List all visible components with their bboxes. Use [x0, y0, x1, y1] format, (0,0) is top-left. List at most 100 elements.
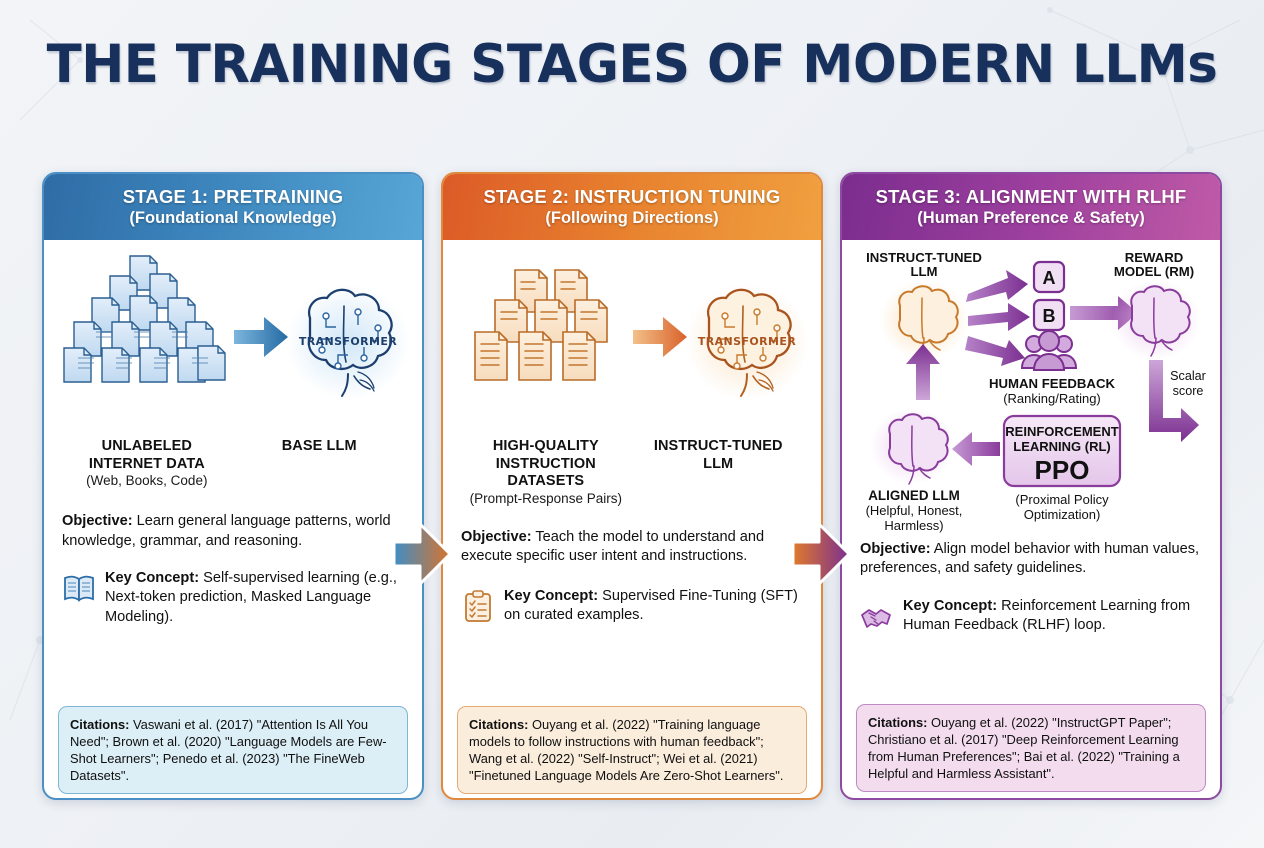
aligned-llm-label-1: ALIGNED LLM: [868, 488, 960, 503]
stage-2-objective: Objective: Teach the model to understand…: [457, 528, 807, 567]
stage-1-header-title: STAGE 1: PRETRAINING: [122, 186, 344, 207]
brain-transformer-icon: [706, 288, 792, 371]
rlhf-instruct-llm-label-1: INSTRUCT-TUNED: [866, 250, 982, 265]
ppo-sub-label-1: (Proximal Policy: [1015, 492, 1109, 507]
stage-2-header: STAGE 2: INSTRUCTION TUNING (Following D…: [443, 174, 821, 240]
rl-box-label-1: REINFORCEMENT: [1005, 424, 1118, 439]
aligned-llm-brain-icon: [888, 413, 949, 472]
clipboard-checklist-icon: [461, 589, 495, 623]
stage-3-objective-text: Align model behavior with human values, …: [860, 541, 1200, 577]
stage-2-objective-label: Objective:: [461, 528, 532, 545]
ppo-label: PPO: [1035, 455, 1090, 485]
human-feedback-label-2: (Ranking/Rating): [1003, 391, 1101, 406]
arrow-right-icon: [633, 317, 687, 357]
stage-2-key-label: Key Concept:: [504, 587, 599, 604]
stage-3-key-concept: Key Concept: Reinforcement Learning from…: [903, 597, 1202, 636]
document-pile-icon: [63, 255, 226, 383]
option-a-box: A: [1032, 260, 1066, 294]
human-feedback-label-1: HUMAN FEEDBACK: [989, 376, 1115, 391]
aligned-llm-label-2: (Helpful, Honest,: [866, 503, 963, 518]
stage-1-objective-label: Objective:: [62, 513, 133, 530]
instruct-tuned-brain-icon: [898, 285, 959, 344]
scalar-score-label-2: score: [1173, 384, 1204, 398]
page-title: THE TRAINING STAGES OF MODERN LLMs: [46, 34, 1218, 95]
rlhf-output-arrows: [965, 270, 1030, 366]
open-book-icon: [62, 571, 96, 605]
stage-3-header-title: STAGE 3: ALIGNMENT WITH RLHF: [875, 186, 1187, 207]
reward-model-label-2: MODEL (RM): [1114, 264, 1194, 279]
stage-1-header-subtitle: (Foundational Knowledge): [129, 209, 337, 227]
stage-3-key-text: Reinforcement Learning from Human Feedba…: [903, 597, 1191, 634]
stage-1-citations: Citations: Vaswani et al. (2017) "Attent…: [58, 705, 408, 794]
stage-3-body: INSTRUCT-TUNED LLM: [842, 244, 1220, 798]
stage-1-objective-text: Learn general language patterns, world k…: [62, 513, 391, 549]
stage-2-node-left-subtitle: (Prompt-Response Pairs): [469, 491, 622, 507]
stage-3-objective: Objective: Align model behavior with hum…: [856, 540, 1206, 579]
stage-3-citations-text: Ouyang et al. (2022) "InstructGPT Paper"…: [868, 714, 1180, 781]
human-feedback-people-icon: [1020, 330, 1078, 371]
stage-1-citations-label: Citations:: [70, 716, 130, 732]
reward-model-label-1: REWARD: [1125, 250, 1184, 265]
stage-2-citations: Citations: Ouyang et al. (2022) "Trainin…: [457, 705, 807, 794]
stage-2-header-subtitle: (Following Directions): [545, 209, 719, 227]
stage-3-panel[interactable]: STAGE 3: ALIGNMENT WITH RLHF (Human Pref…: [840, 172, 1222, 800]
stage-1-key-concept: Key Concept: Self-supervised learning (e…: [105, 569, 404, 627]
stage-1-header: STAGE 1: PRETRAINING (Foundational Knowl…: [44, 174, 422, 240]
stage-1-key-concept-row: Key Concept: Self-supervised learning (e…: [58, 569, 408, 627]
stage-1-node-left-subtitle: (Web, Books, Code): [86, 473, 208, 489]
option-b-box: B: [1032, 298, 1066, 332]
brain-label-stage-1: TRANSFORMER: [299, 335, 397, 348]
handshake-icon: [860, 599, 894, 633]
option-b-label: B: [1043, 306, 1056, 326]
stage-2-citations-text: Ouyang et al. (2022) "Training language …: [469, 716, 784, 783]
rlhf-instruct-llm-label-2: LLM: [910, 264, 937, 279]
aligned-llm-label-3: Harmless): [884, 518, 943, 533]
document-grid-icon: [474, 269, 608, 381]
rlhf-diagram: INSTRUCT-TUNED LLM: [856, 244, 1206, 534]
stage-3-citations-label: Citations:: [868, 714, 928, 730]
stage-2-objective-text: Teach the model to understand and execut…: [461, 528, 765, 565]
brain-label-stage-2: TRANSFORMER: [698, 335, 796, 348]
stage-3-header-subtitle: (Human Preference & Safety): [917, 209, 1145, 227]
stage-2-key-concept: Key Concept: Supervised Fine-Tuning (SFT…: [504, 587, 803, 626]
ppo-sub-label-2: Optimization): [1024, 507, 1101, 522]
stage-3-citations: Citations: Ouyang et al. (2022) "Instruc…: [856, 703, 1206, 792]
to-aligned-llm-arrow: [952, 432, 1000, 466]
stage-2-citations-label: Citations:: [469, 716, 529, 732]
stage-1-citations-text: Vaswani et al. (2017) "Attention Is All …: [70, 716, 387, 783]
stage-3-objective-label: Objective:: [860, 541, 931, 557]
page-title-wrap: THE TRAINING STAGES OF MODERN LLMs: [0, 34, 1264, 95]
reward-model-brain-icon: [1130, 285, 1191, 344]
stage-1-panel[interactable]: STAGE 1: PRETRAINING (Foundational Knowl…: [42, 172, 424, 800]
brain-transformer-icon: [307, 288, 393, 397]
stages-container: STAGE 1: PRETRAINING (Foundational Knowl…: [0, 172, 1264, 802]
stage-1-diagram: TRANSFORMER: [58, 246, 410, 436]
stage-1-node-right: BASE LLM: [236, 438, 402, 490]
stage-1-node-right-title: BASE LLM: [281, 438, 357, 454]
stage-1-key-text: Self-supervised learning (e.g., Next-tok…: [105, 570, 397, 625]
stage-2-diagram: TRANSFORMER: [457, 246, 809, 436]
scalar-score-arrow: [1149, 360, 1199, 442]
rl-box-label-2: LEARNING (RL): [1013, 439, 1111, 454]
stage-2-header-title: STAGE 2: INSTRUCTION TUNING: [483, 186, 781, 207]
stage1-to-stage2-arrow: [392, 522, 452, 591]
stage-2-panel[interactable]: STAGE 2: INSTRUCTION TUNING (Following D…: [441, 172, 823, 800]
stage-3-key-label: Key Concept:: [903, 597, 998, 614]
scalar-score-label-1: Scalar: [1170, 369, 1206, 383]
stage-3-header: STAGE 3: ALIGNMENT WITH RLHF (Human Pref…: [842, 174, 1220, 240]
stage-2-key-concept-row: Key Concept: Supervised Fine-Tuning (SFT…: [457, 587, 807, 626]
arrow-right-icon: [234, 317, 288, 357]
stage-2-key-text: Supervised Fine-Tuning (SFT) on curated …: [504, 587, 798, 624]
stage-1-objective: Objective: Learn general language patter…: [58, 512, 408, 551]
rl-ppo-box: REINFORCEMENT LEARNING (RL) PPO: [1002, 414, 1122, 488]
